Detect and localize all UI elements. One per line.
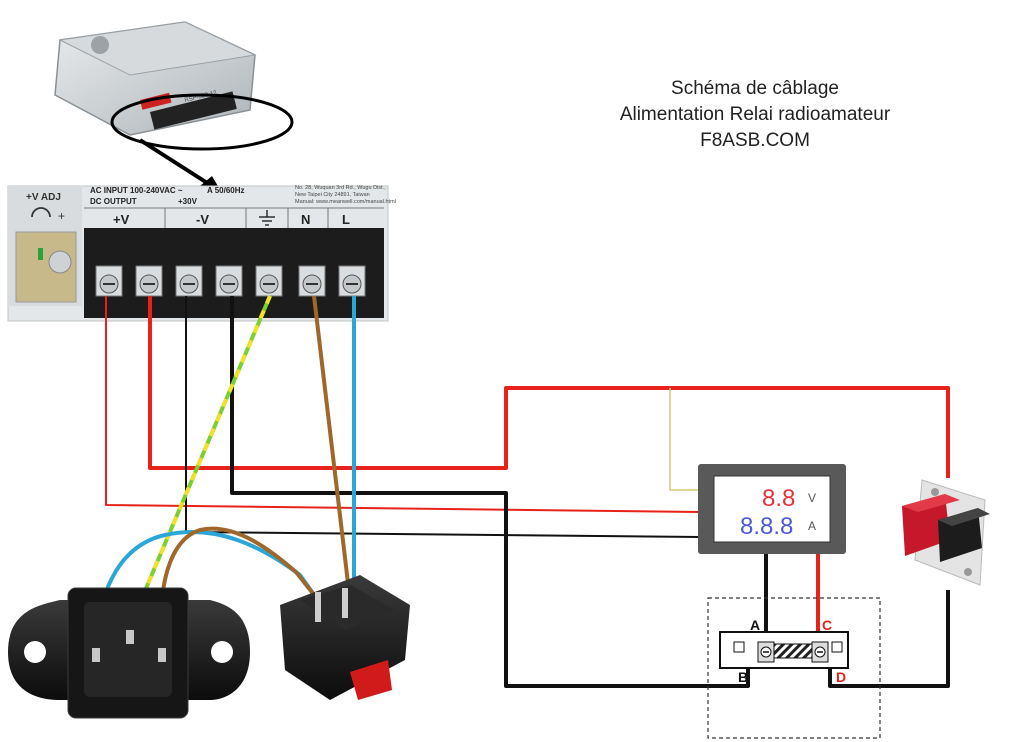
shunt-label-d: D <box>836 669 846 685</box>
terminal-label-n: N <box>301 212 310 227</box>
screw-terminal-icon <box>215 265 243 297</box>
diagram-title: Schéma de câblage Alimentation Relai rad… <box>560 76 950 154</box>
mount-hole-icon <box>211 641 233 663</box>
psu-terminal-block: +V ADJ + AC INPUT 100-240VAC ~ A 50/60Hz… <box>7 185 396 322</box>
svg-text:Manual: www.meanwell.com/manua: Manual: www.meanwell.com/manual.html <box>295 199 396 205</box>
shunt-enclosure <box>707 597 881 739</box>
volt-amp-meter: 8.8 V 8.8.8 A <box>698 464 846 554</box>
title-line-2: Alimentation Relai radioamateur <box>619 104 891 125</box>
zoom-highlight-ellipse <box>110 93 294 151</box>
svg-text:+: + <box>58 209 65 223</box>
dc-output-label: DC OUTPUT <box>90 197 137 206</box>
svg-text:No. 28, Wuquan 3rd Rd., Wugu D: No. 28, Wuquan 3rd Rd., Wugu Dist., <box>295 185 386 191</box>
terminal-label-plus: +V <box>113 212 130 227</box>
screw-terminal-icon <box>135 265 163 297</box>
powerpole-connector <box>902 479 990 586</box>
voltage-display: 8.8 <box>762 485 795 512</box>
screw-terminals <box>95 265 366 297</box>
rocker-switch <box>280 575 410 700</box>
wire-negative-main <box>230 296 750 688</box>
wires <box>94 295 950 688</box>
screw-terminal-icon <box>255 265 283 297</box>
terminal-label-l: L <box>342 212 350 227</box>
switch-indicator-icon <box>350 660 392 700</box>
wire-negative-meter <box>185 296 701 538</box>
shunt-label-a: A <box>750 617 760 633</box>
fan-grille-icon <box>91 36 109 54</box>
adj-label: +V ADJ <box>26 192 61 203</box>
psu-thumbnail: RSP-300-12 <box>54 21 257 136</box>
title-line-3: F8ASB.COM <box>700 130 810 151</box>
wire-positive-main <box>148 296 950 478</box>
shunt-resistor: A B C D <box>707 597 881 739</box>
wire-meter-signal <box>669 388 700 491</box>
potentiometer-icon <box>48 250 72 274</box>
zoom-arrow <box>138 138 214 188</box>
led-icon <box>38 248 43 260</box>
ac-input-label: AC INPUT 100-240VAC ~ <box>90 186 183 195</box>
shunt-label-c: C <box>822 617 832 633</box>
terminal-label-minus: -V <box>196 212 209 227</box>
wire-negative-output <box>828 590 950 688</box>
title-line-1: Schéma de câblage <box>671 78 839 99</box>
iec-power-socket <box>8 587 250 719</box>
current-display: 8.8.8 <box>740 513 793 540</box>
screw-terminal-icon <box>298 265 326 297</box>
adj-knob-icon <box>31 207 51 218</box>
dc-voltage-label: +30V <box>178 197 198 206</box>
svg-text:A 50/60Hz: A 50/60Hz <box>207 186 245 195</box>
voltage-unit: V <box>808 491 816 505</box>
shunt-label-b: B <box>738 669 748 685</box>
terminal-strip-icon <box>150 91 237 130</box>
screw-terminal-icon <box>338 265 366 297</box>
wire-neutral-psu <box>312 295 352 601</box>
screw-terminal-icon <box>95 265 123 297</box>
screw-terminal-icon <box>175 265 203 297</box>
svg-text:New Taipei City 24891, Taiwan: New Taipei City 24891, Taiwan <box>295 192 370 198</box>
ground-symbol-icon <box>259 210 275 226</box>
current-unit: A <box>808 519 816 533</box>
wire-earth <box>134 295 272 613</box>
mount-hole-icon <box>24 641 46 663</box>
wire-positive-meter <box>105 296 701 513</box>
